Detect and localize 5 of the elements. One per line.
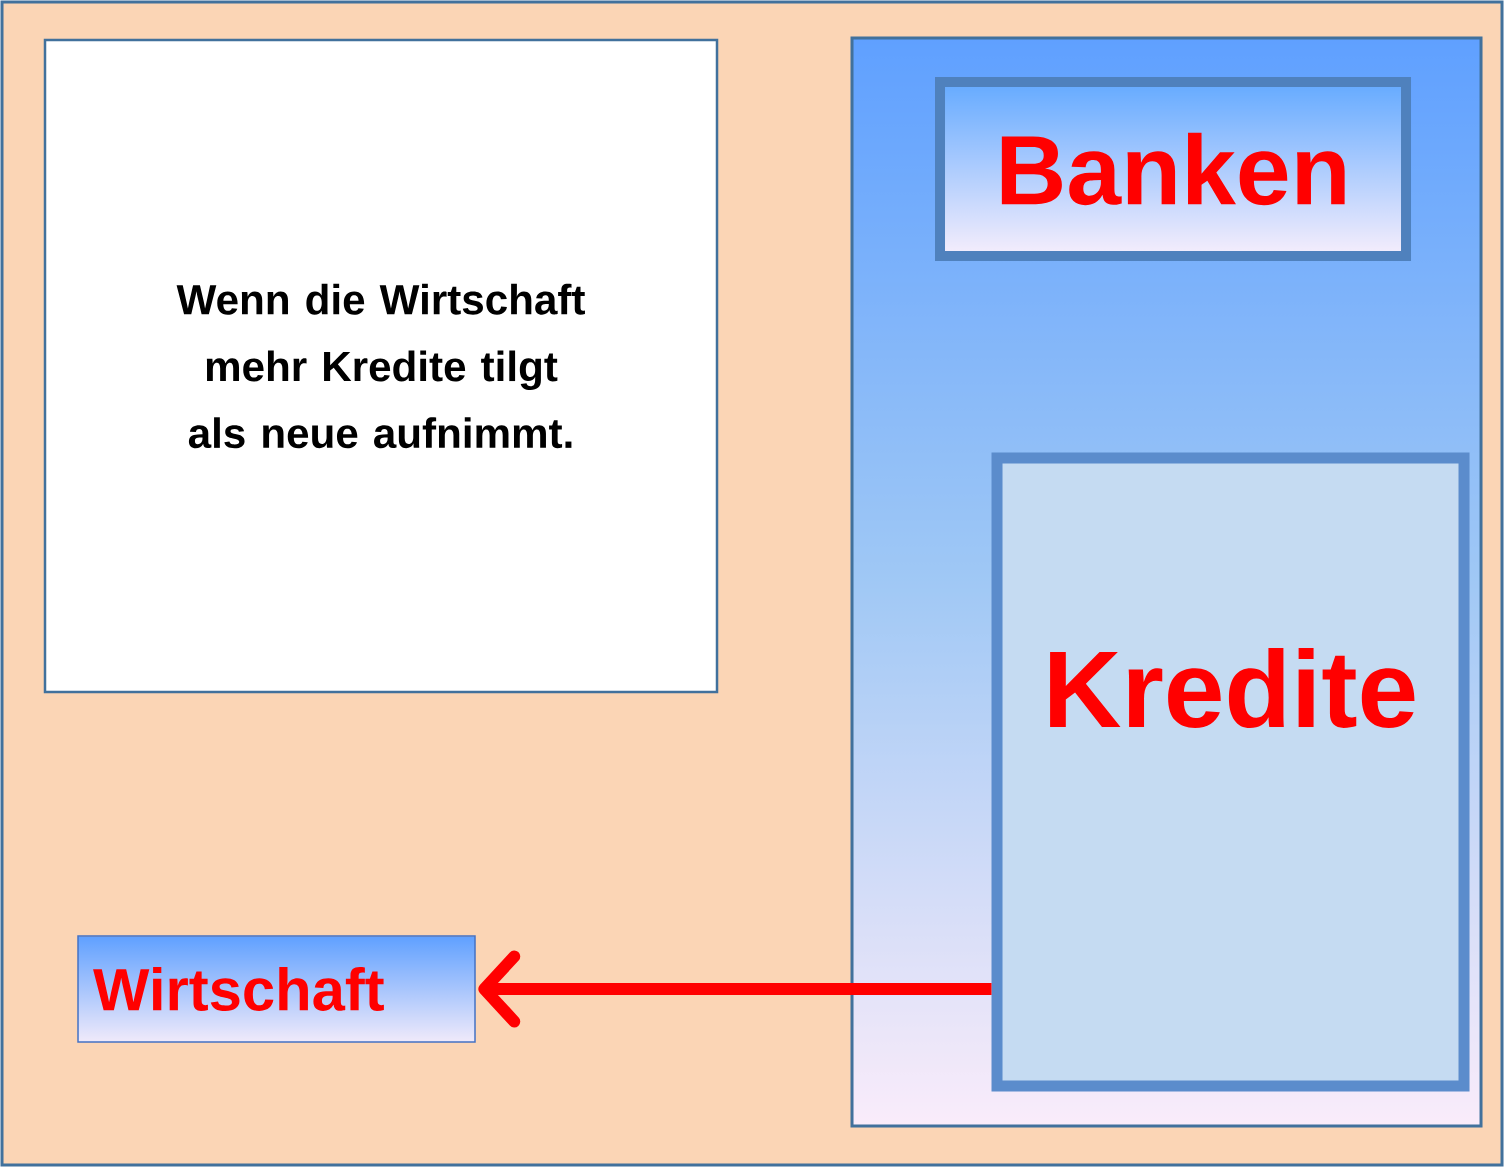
- label-box: Wirtschaft: [77, 935, 476, 1043]
- text-box: Wenn die Wirtschaft mehr Kredite tilgt als neue aufnimmt.: [43, 38, 719, 694]
- title-box: Banken: [935, 77, 1411, 261]
- arrow: [478, 950, 992, 1028]
- credit-box: Kredite: [991, 452, 1470, 1092]
